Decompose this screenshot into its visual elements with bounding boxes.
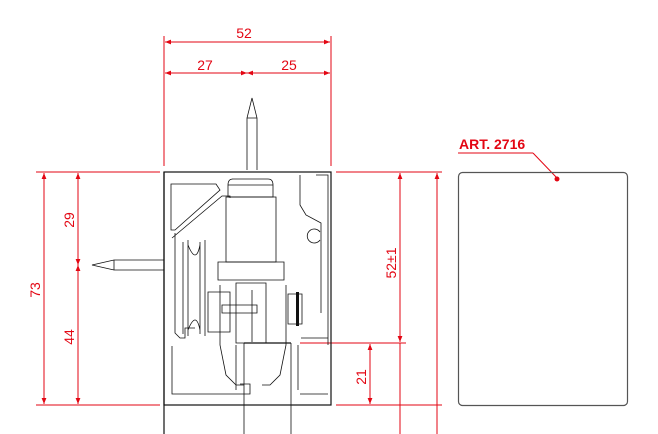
- dim-right-part: 25: [281, 57, 297, 73]
- article-label: ART. 2716: [459, 136, 525, 152]
- dimension-lines: [41, 39, 440, 434]
- dim-overall-width: 52: [236, 25, 252, 41]
- left-pin: [91, 259, 164, 271]
- dim-total-height: 73: [27, 282, 43, 298]
- leader-dot: [554, 176, 560, 182]
- dim-left-part: 27: [197, 57, 213, 73]
- top-pin: [246, 97, 258, 170]
- dim-upper-height: 29: [61, 212, 77, 228]
- article-section-box: [457, 171, 629, 407]
- dim-bottom-height: 21: [353, 369, 369, 385]
- track-profile: [163, 171, 332, 434]
- dim-inner-height: 52±1: [383, 247, 399, 278]
- dim-lower-height: 44: [61, 329, 77, 345]
- extension-lines: [36, 36, 442, 406]
- article-callout: ART. 2716: [458, 136, 560, 182]
